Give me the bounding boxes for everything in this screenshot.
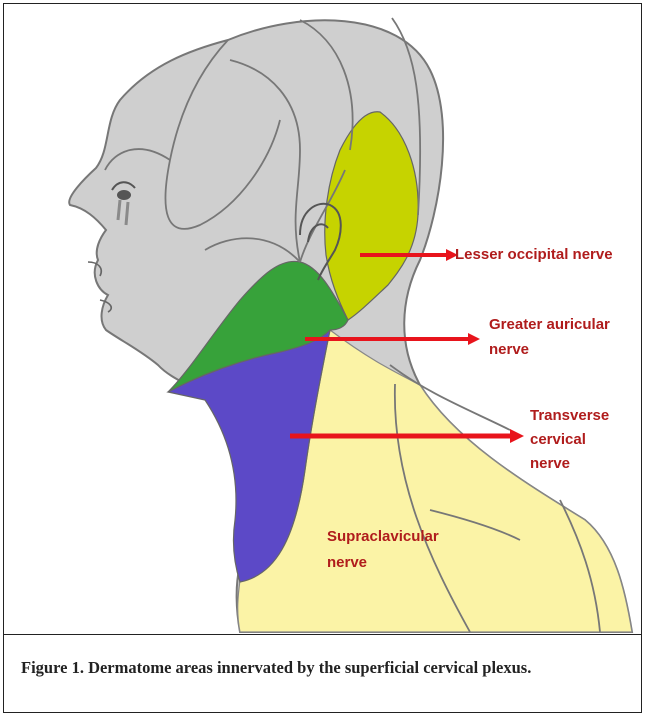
label-greater-auricular-line1: Greater auricular: [489, 315, 610, 334]
label-transverse-line1: Transverse: [530, 406, 609, 425]
label-lesser-occipital: Lesser occipital nerve: [455, 245, 613, 264]
label-transverse-line2: cervical: [530, 430, 586, 449]
caption-divider: [3, 634, 642, 635]
label-greater-auricular-line2: nerve: [489, 340, 529, 359]
label-supraclavicular-line1: Supraclavicular: [327, 527, 439, 546]
label-transverse-line3: nerve: [530, 454, 570, 473]
figure-caption: Figure 1. Dermatome areas innervated by …: [21, 658, 617, 678]
label-supraclavicular-line2: nerve: [327, 553, 367, 572]
